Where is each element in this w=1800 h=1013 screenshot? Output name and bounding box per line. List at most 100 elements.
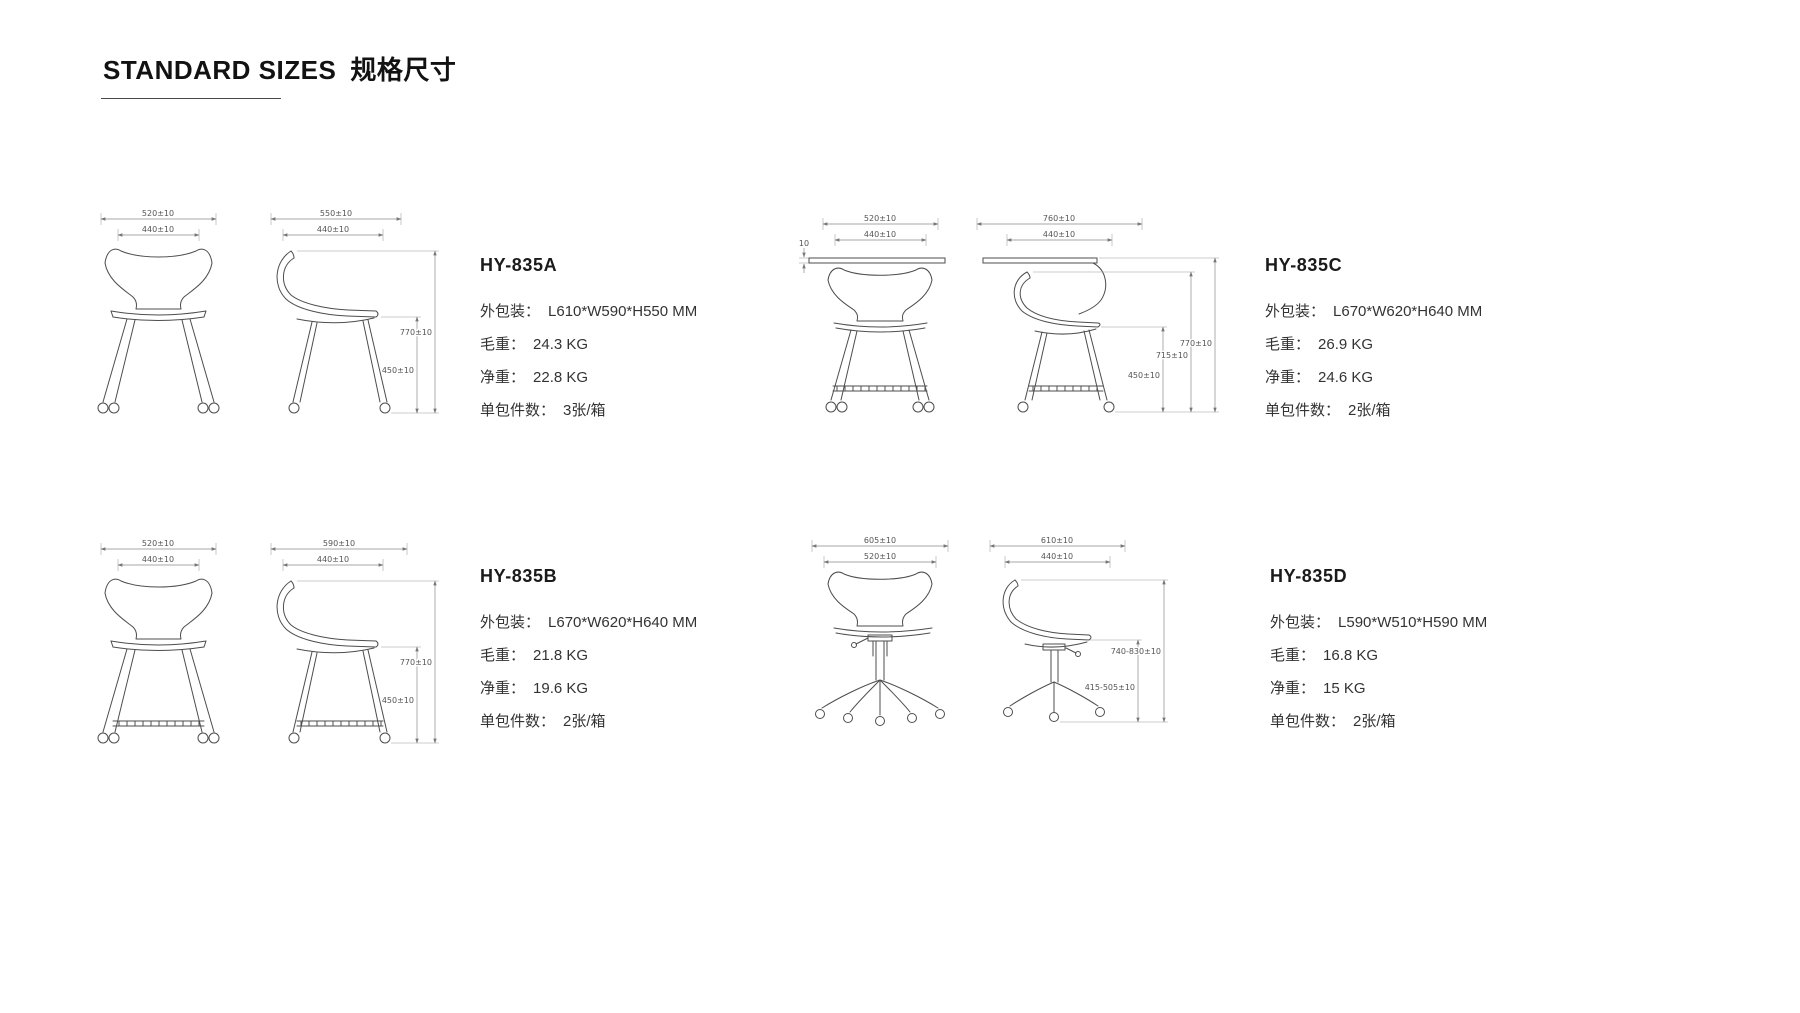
title-underline (101, 98, 281, 99)
front-view-dimensions: 520±10 440±10 (100, 538, 217, 571)
spec-label-net: 净重： (1270, 680, 1316, 697)
dim-label: 520±10 (142, 539, 174, 548)
side-view-dimensions: 610±10 440±10 (989, 535, 1126, 568)
dim-label: 415-505±10 (1085, 683, 1135, 692)
side-view-dimensions: 550±10 440±10 (270, 208, 402, 241)
page-title-en: STANDARD SIZES (103, 55, 337, 85)
spec-net-weight: 净重： 19.6 KG (480, 677, 697, 698)
spec-value-net: 22.8 KG (533, 369, 589, 386)
spec-value-qty: 2张/箱 (563, 713, 606, 730)
spec-value-package: L670*W620*H640 MM (1333, 303, 1483, 320)
chair-drawing-hy835b: 520±10 440±10 590±10 440±10 (97, 538, 439, 744)
dim-label: 520±10 (142, 209, 174, 218)
spec-qty: 单包件数： 2张/箱 (1265, 399, 1482, 420)
spec-label-qty: 单包件数： (1270, 713, 1346, 730)
dim-label: 760±10 (1043, 214, 1075, 223)
dim-label: 450±10 (382, 696, 414, 705)
spec-label-qty: 单包件数： (480, 713, 556, 730)
swivel-chair-front-view (815, 571, 945, 726)
dim-label: 440±10 (864, 230, 896, 239)
spec-gross-weight: 毛重： 24.3 KG (480, 333, 697, 354)
front-view-dimensions: 520±10 440±10 10 (798, 213, 939, 273)
dim-label: 450±10 (1128, 371, 1160, 380)
product-specs-hy835d: HY-835D 外包装： L590*W510*H590 MM 毛重： 16.8 … (1270, 566, 1487, 743)
spec-label-gross: 毛重： (480, 336, 526, 353)
chair-drawing-hy835a: 520±10 440±10 550±10 440±10 (97, 208, 439, 414)
dim-label: 440±10 (1043, 230, 1075, 239)
spec-net-weight: 净重： 24.6 KG (1265, 366, 1482, 387)
spec-package: 外包装： L610*W590*H550 MM (480, 300, 697, 321)
spec-qty: 单包件数： 2张/箱 (480, 710, 697, 731)
spec-value-package: L590*W510*H590 MM (1338, 614, 1488, 631)
side-view-dimensions: 760±10 440±10 (976, 213, 1143, 246)
dim-label: 440±10 (142, 225, 174, 234)
page-title-zh: 规格尺寸 (350, 55, 457, 85)
swivel-chair-side-view (1002, 579, 1105, 722)
dim-label: 770±10 (400, 658, 432, 667)
dim-label: 770±10 (400, 328, 432, 337)
front-view-dimensions: 520±10 440±10 (100, 208, 217, 241)
spec-label-gross: 毛重： (1270, 647, 1316, 664)
chair-side-view (276, 250, 391, 414)
chair-front-view (97, 578, 220, 744)
dim-label: 550±10 (320, 209, 352, 218)
model-name: HY-835D (1270, 566, 1348, 586)
chair-front-view-with-tablet (808, 257, 946, 413)
dim-label: 715±10 (1156, 351, 1188, 360)
dim-label: 10 (799, 239, 809, 248)
height-dimensions: 450±10 715±10 770±10 (1033, 257, 1219, 413)
spec-value-qty: 3张/箱 (563, 402, 606, 419)
dim-label: 590±10 (323, 539, 355, 548)
spec-value-qty: 2张/箱 (1353, 713, 1396, 730)
spec-net-weight: 净重： 15 KG (1270, 677, 1487, 698)
spec-label-package: 外包装： (1265, 303, 1326, 320)
dim-label: 520±10 (864, 214, 896, 223)
spec-value-gross: 24.3 KG (533, 336, 589, 353)
dim-label: 450±10 (382, 366, 414, 375)
spec-qty: 单包件数： 3张/箱 (480, 399, 697, 420)
spec-value-gross: 26.9 KG (1318, 336, 1374, 353)
front-view-dimensions: 605±10 520±10 (811, 535, 949, 568)
height-dimensions: 450±10 770±10 (297, 250, 439, 414)
model-name: HY-835C (1265, 255, 1343, 275)
chair-front-view (97, 248, 220, 414)
dim-label: 770±10 (1180, 339, 1212, 348)
spec-net-weight: 净重： 22.8 KG (480, 366, 697, 387)
height-dimensions: 415-505±10 740-830±10 (1021, 579, 1168, 723)
model-name: HY-835B (480, 566, 558, 586)
spec-value-net: 24.6 KG (1318, 369, 1374, 386)
product-specs-hy835b: HY-835B 外包装： L670*W620*H640 MM 毛重： 21.8 … (480, 566, 697, 743)
spec-gross-weight: 毛重： 26.9 KG (1265, 333, 1482, 354)
spec-value-package: L610*W590*H550 MM (548, 303, 698, 320)
dim-label: 610±10 (1041, 536, 1073, 545)
spec-label-gross: 毛重： (480, 647, 526, 664)
dim-label: 440±10 (1041, 552, 1073, 561)
spec-value-net: 15 KG (1323, 680, 1366, 697)
spec-label-package: 外包装： (480, 614, 541, 631)
model-name: HY-835A (480, 255, 558, 275)
dim-label: 740-830±10 (1111, 647, 1161, 656)
spec-label-net: 净重： (480, 680, 526, 697)
chair-side-view-with-tablet (982, 257, 1115, 413)
page-title: STANDARD SIZES 规格尺寸 (103, 50, 456, 87)
height-dimensions: 450±10 770±10 (297, 580, 439, 744)
spec-label-qty: 单包件数： (1265, 402, 1341, 419)
dim-label: 440±10 (142, 555, 174, 564)
spec-value-gross: 21.8 KG (533, 647, 589, 664)
chair-drawing-hy835c: 520±10 440±10 10 760±10 (798, 213, 1219, 413)
spec-gross-weight: 毛重： 16.8 KG (1270, 644, 1487, 665)
dim-label: 520±10 (864, 552, 896, 561)
spec-value-gross: 16.8 KG (1323, 647, 1379, 664)
spec-label-package: 外包装： (1270, 614, 1331, 631)
spec-package: 外包装： L590*W510*H590 MM (1270, 611, 1487, 632)
spec-label-net: 净重： (480, 369, 526, 386)
spec-value-net: 19.6 KG (533, 680, 589, 697)
spec-label-package: 外包装： (480, 303, 541, 320)
chair-side-view (276, 580, 391, 744)
spec-package: 外包装： L670*W620*H640 MM (480, 611, 697, 632)
spec-qty: 单包件数： 2张/箱 (1270, 710, 1487, 731)
chair-drawing-hy835d: 605±10 520±10 610±10 (811, 535, 1168, 726)
dim-label: 440±10 (317, 555, 349, 564)
dim-label: 605±10 (864, 536, 896, 545)
dim-label: 440±10 (317, 225, 349, 234)
